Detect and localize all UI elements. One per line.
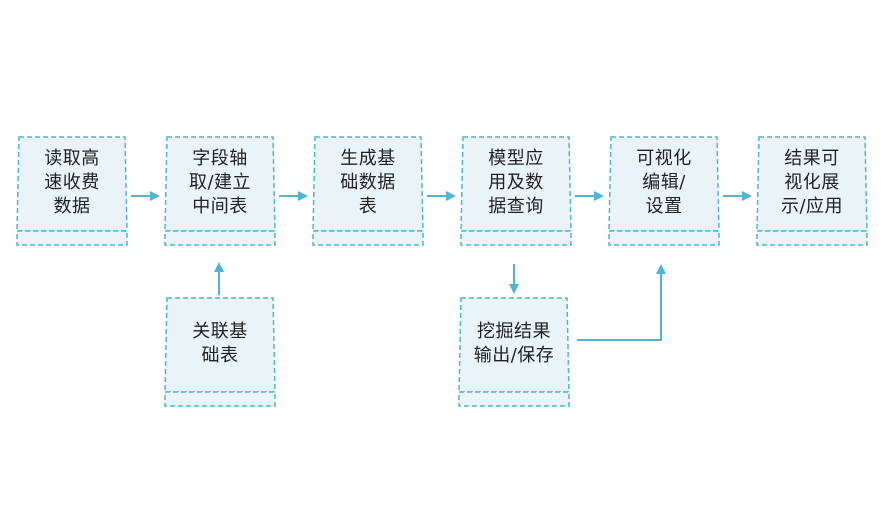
- node-intermediate: 字段轴 取/建立 中间表: [162, 135, 278, 249]
- node-base-shape: [312, 136, 424, 246]
- node-intermediate-label: 字段轴 取/建立 中间表: [188, 148, 252, 217]
- node-read: 读取高 速收费 数据: [14, 135, 130, 249]
- node-base-label: 生成基 础数据 表: [340, 148, 396, 217]
- node-model-label: 模型应 用及数 据查询: [488, 148, 544, 217]
- node-assoc: 关联基 础表: [162, 296, 278, 410]
- arrow-mining-to-visual: [577, 264, 666, 341]
- node-visual: 可视化 编辑/ 设置: [606, 135, 722, 249]
- node-assoc-shape: [164, 297, 276, 407]
- node-intermediate-shape: [164, 136, 276, 246]
- node-mining: 挖掘结果 输出/保存: [456, 296, 572, 410]
- node-visual-shape: [608, 136, 720, 246]
- node-model: 模型应 用及数 据查询: [458, 135, 574, 249]
- node-display-label: 结果可 视化展 示/应用: [780, 148, 844, 217]
- node-read-shape: [16, 136, 128, 246]
- node-visual-label: 可视化 编辑/ 设置: [636, 148, 692, 217]
- node-mining-label: 挖掘结果 输出/保存: [473, 321, 555, 366]
- node-display: 结果可 视化展 示/应用: [754, 135, 870, 249]
- node-assoc-label: 关联基 础表: [192, 321, 248, 366]
- node-mining-shape: [458, 297, 570, 407]
- node-display-shape: [756, 136, 868, 246]
- node-model-shape: [460, 136, 572, 246]
- node-base: 生成基 础数据 表: [310, 135, 426, 249]
- node-read-label: 读取高 速收费 数据: [44, 148, 100, 217]
